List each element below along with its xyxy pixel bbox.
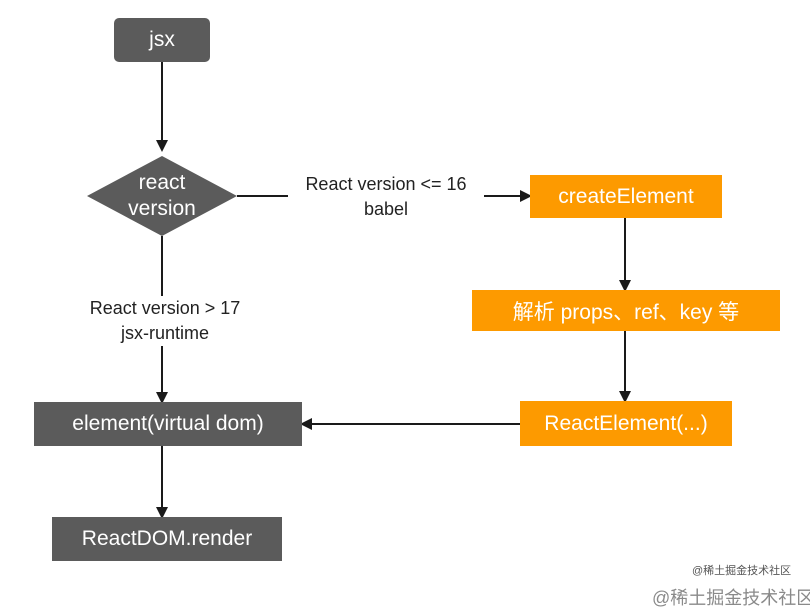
decision-label-line2: version xyxy=(128,197,196,220)
parse-props-node: 解析 props、ref、key 等 xyxy=(472,290,780,331)
element-virtual-dom-node: element(virtual dom) xyxy=(34,402,302,446)
decision-label-line1: react xyxy=(138,171,186,194)
createelement-node: createElement xyxy=(530,175,722,218)
watermark-small: @稀土掘金技术社区 xyxy=(692,565,792,577)
watermark-large: @稀土掘金技术社区 xyxy=(652,588,810,608)
edge-label-legacy-line2: babel xyxy=(363,199,409,219)
jsx-node: jsx xyxy=(114,18,210,62)
edge-label-legacy-line1: React version <= 16 xyxy=(305,174,467,194)
decision-label: react version xyxy=(112,170,212,222)
edge-label-runtime-line2: jsx-runtime xyxy=(120,323,209,343)
edge-label-runtime: React version > 17 jsx-runtime xyxy=(70,296,260,346)
edge-label-runtime-line1: React version > 17 xyxy=(89,298,241,318)
decision-diamond xyxy=(87,156,237,236)
reactdom-render-node: ReactDOM.render xyxy=(52,517,282,561)
reactelement-node: ReactElement(...) xyxy=(520,401,732,446)
edge-label-legacy: React version <= 16 babel xyxy=(288,172,484,222)
